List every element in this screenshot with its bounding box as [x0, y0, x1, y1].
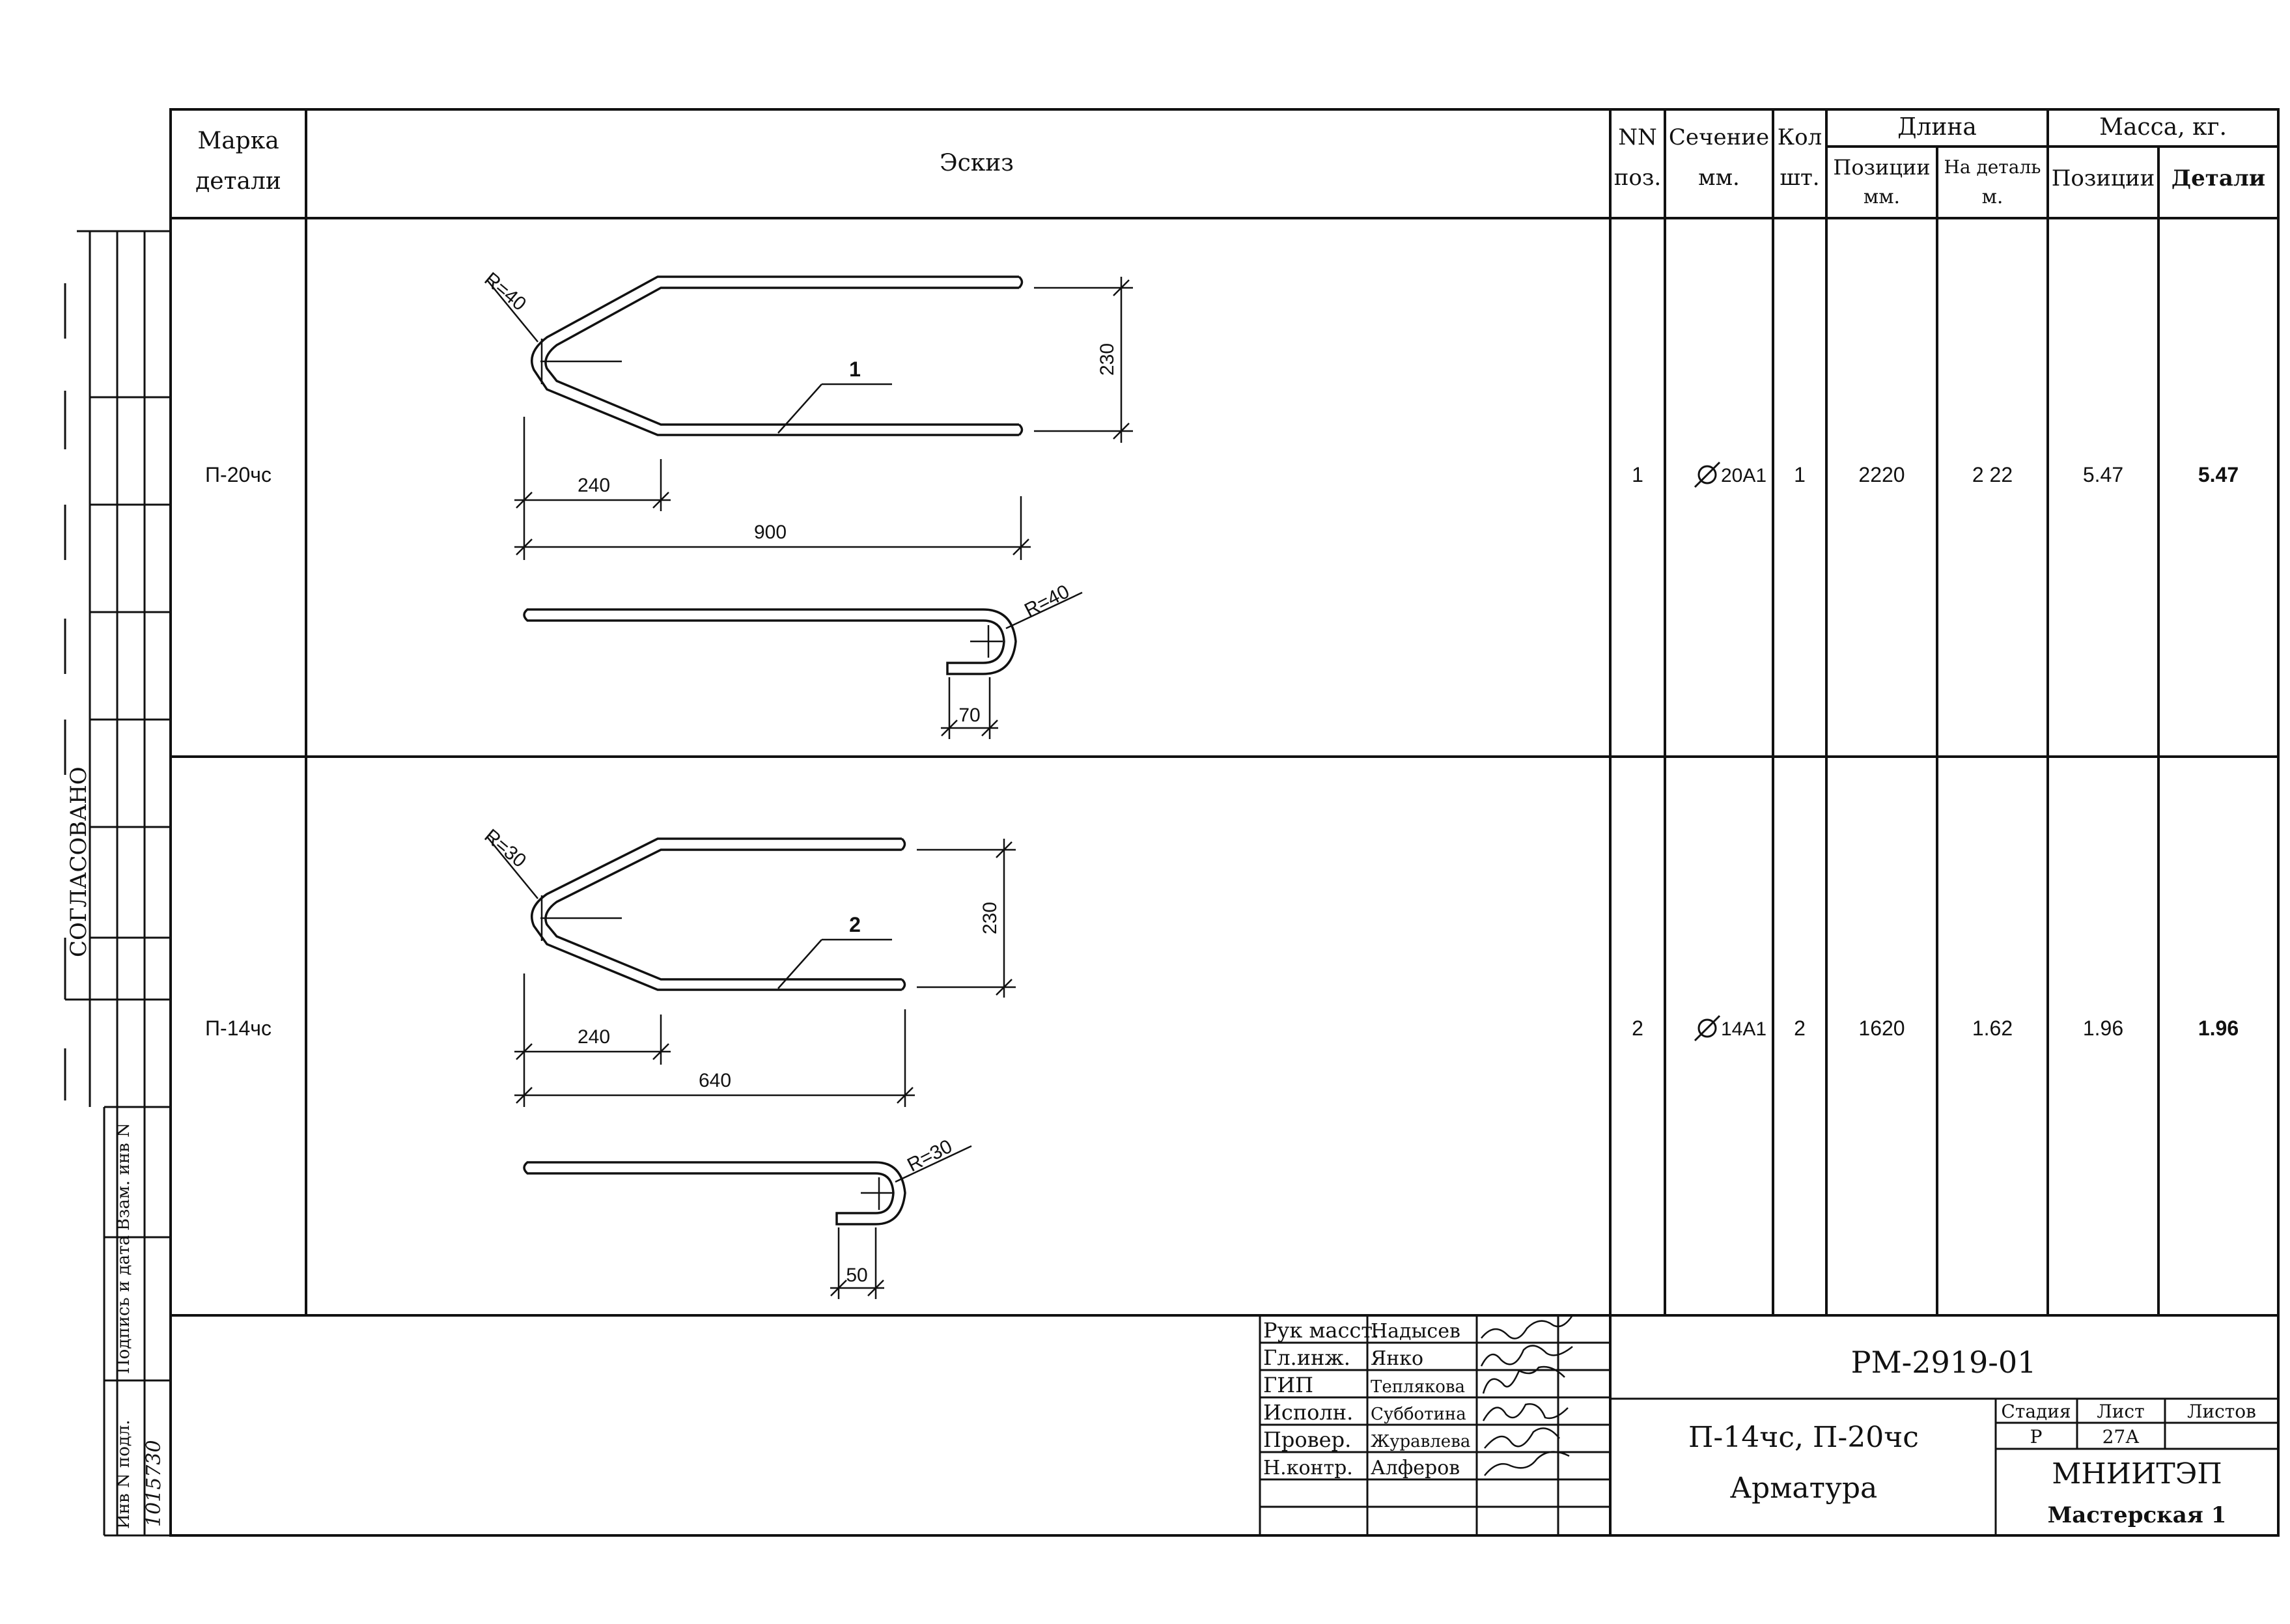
table-row: П-14чс 2 14А1 2 1620 1.62 1.96 1.96 [205, 1015, 2239, 1042]
row2-qty: 2 [1794, 1016, 1806, 1040]
header-pos-line2: поз. [1614, 165, 1661, 191]
diameter-icon [1694, 1015, 1721, 1042]
sketch2-dim-a: 240 [578, 1026, 610, 1048]
row2-mark: П-14чс [205, 1016, 272, 1040]
role-5: Провер. [1263, 1427, 1351, 1452]
header-length-group: Длина [1897, 114, 1977, 141]
row2-pos: 2 [1632, 1016, 1643, 1040]
table-header: Марка детали Эскиз NN поз. Сечение мм. К… [195, 114, 2265, 208]
header-mass-pos: Позиции [2052, 165, 2155, 191]
role-6: Н.контр. [1263, 1457, 1353, 1479]
sketch2-hook-len: 50 [846, 1265, 867, 1286]
name-3: Теплякова [1371, 1377, 1465, 1397]
sheet-label: Лист [2097, 1401, 2144, 1422]
sketch2-hook-radius: R=30 [904, 1136, 956, 1176]
sketch1-radius: R=40 [481, 268, 531, 315]
name-1: Надысев [1371, 1320, 1460, 1343]
sketch1-dim-total: 900 [754, 522, 787, 543]
sketch1-dim-a: 240 [578, 475, 610, 496]
role-1: Рук масст. [1263, 1318, 1379, 1343]
header-sketch: Эскиз [940, 150, 1014, 176]
header-mark-line1: Марка [197, 128, 279, 154]
role-2: Гл.инж. [1263, 1345, 1350, 1370]
sketch1-hook-radius: R=40 [1021, 581, 1073, 621]
role-3: ГИП [1263, 1373, 1313, 1397]
row2-len-pos: 1620 [1858, 1016, 1905, 1040]
role-4: Исполн. [1263, 1400, 1353, 1425]
org-name: МНИИТЭП [2052, 1457, 2222, 1491]
sheets-label: Листов [2187, 1401, 2256, 1422]
sketch2-dim-total: 640 [699, 1070, 731, 1091]
header-mark-line2: детали [195, 168, 281, 195]
name-6: Алферов [1371, 1457, 1460, 1479]
doc-code: РМ-2919-01 [1851, 1345, 2037, 1380]
row2-mass-det: 1.96 [2198, 1016, 2239, 1040]
row1-len-det: 2 22 [1972, 463, 2013, 486]
table-grid [169, 108, 2280, 1537]
sketch-rebar-2: R=30 2 230 240 640 [481, 825, 1016, 1299]
doc-name-line1: П-14чс, П-20чс [1688, 1421, 1919, 1454]
stage-value: Р [2030, 1426, 2043, 1448]
signatures [1480, 1315, 1574, 1476]
row1-mark: П-20чс [205, 463, 272, 486]
stamp-inv-no: Инв N подл. [114, 1420, 133, 1529]
stamp-sign-date: Подпись и дата [114, 1235, 133, 1374]
row1-mass-pos: 5.47 [2083, 463, 2123, 486]
header-mass-det: Детали [2171, 165, 2265, 191]
header-length-det-line1: На деталь [1944, 156, 2041, 178]
sheet-value: 27А [2102, 1426, 2140, 1448]
stage-label: Стадия [2001, 1401, 2071, 1422]
header-qty-line1: Кол [1778, 124, 1822, 150]
name-5: Журавлева [1371, 1432, 1470, 1451]
sketch2-leader: 2 [849, 913, 861, 936]
row1-mass-det: 5.47 [2198, 463, 2239, 486]
sketch1-hook-len: 70 [958, 705, 980, 726]
name-4: Субботина [1371, 1405, 1466, 1424]
sketch2-height: 230 [979, 902, 1001, 934]
sketch-rebar-1: R=40 1 230 240 [481, 268, 1133, 739]
row2-len-det: 1.62 [1972, 1016, 2013, 1040]
row1-pos: 1 [1632, 463, 1643, 486]
table-row: П-20чс 1 20А1 1 2220 2 22 5.47 5.47 [205, 461, 2239, 488]
sketch1-height: 230 [1096, 343, 1118, 376]
header-length-pos-line2: мм. [1864, 186, 1900, 208]
name-2: Янко [1371, 1347, 1423, 1370]
row1-len-pos: 2220 [1858, 463, 1905, 486]
header-section-line1: Сечение [1669, 124, 1769, 150]
sketch1-leader: 1 [849, 357, 861, 381]
diameter-icon [1694, 461, 1721, 488]
row2-mass-pos: 1.96 [2083, 1016, 2123, 1040]
row1-section: 20А1 [1721, 465, 1766, 486]
doc-name-line2: Арматура [1730, 1472, 1878, 1505]
header-qty-line2: шт. [1780, 165, 1819, 191]
stamp-replace-inv: Взам. инв N [114, 1123, 133, 1231]
header-pos-line1: NN [1618, 124, 1657, 150]
row2-section: 14А1 [1721, 1018, 1766, 1040]
side-stamp: СОГЛАСОВАНО Инв N подл. Подпись и дата В… [64, 230, 171, 1537]
header-length-det-line2: м. [1982, 186, 2004, 208]
sketch2-radius: R=30 [481, 825, 531, 872]
header-length-pos-line1: Позиции [1833, 155, 1930, 180]
workshop-name: Мастерская 1 [2048, 1502, 2227, 1528]
stamp-approved: СОГЛАСОВАНО [66, 766, 92, 957]
title-block: Рук масст. Надысев Гл.инж. Янко ГИП Тепл… [1259, 1315, 2278, 1535]
stamp-inv-value: 1015730 [143, 1440, 165, 1527]
header-mass-group: Масса, кг. [2099, 114, 2227, 141]
row1-qty: 1 [1794, 463, 1806, 486]
header-section-line2: мм. [1698, 165, 1740, 191]
